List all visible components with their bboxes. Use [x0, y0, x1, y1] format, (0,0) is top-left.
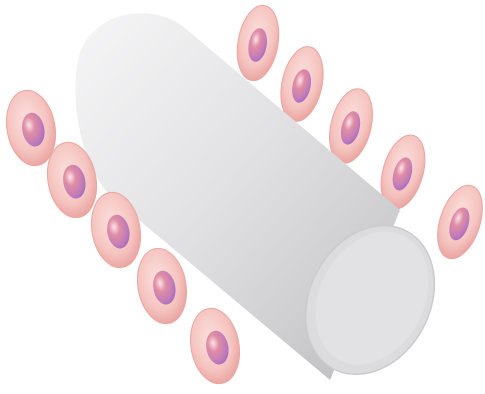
cell [232, 2, 285, 84]
cell [185, 304, 245, 387]
cell [429, 180, 485, 265]
